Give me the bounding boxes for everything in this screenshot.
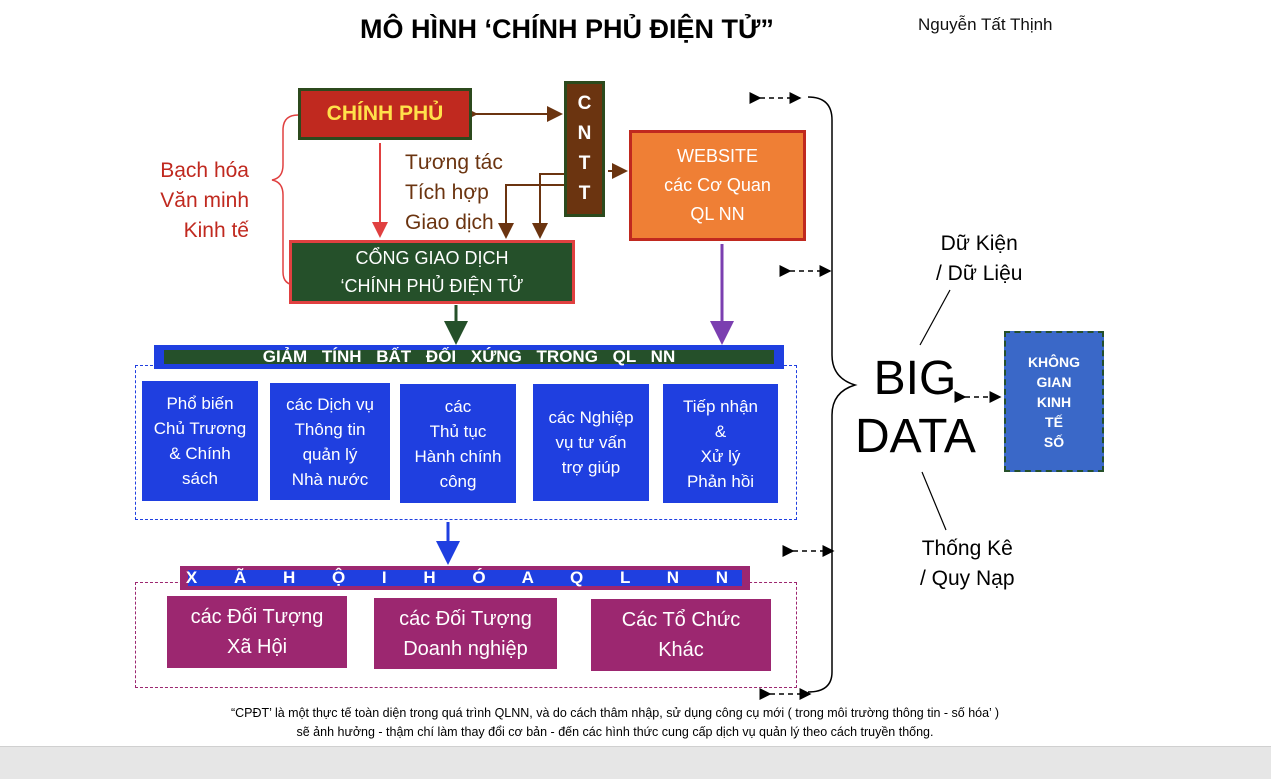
left-label: Văn minh [160, 189, 249, 212]
cong-line: CỔNG GIAO DỊCH [355, 248, 509, 268]
thong-ke-line: / Quy Nạp [920, 567, 1015, 590]
service-box: Tiếp nhận & Xử lý Phản hồi [663, 384, 778, 503]
footnote-line: sẽ ảnh hưởng - thậm chí làm thay đổi cơ … [296, 725, 934, 739]
website-line: các Cơ Quan [664, 175, 771, 195]
kg-line: KINH [1036, 393, 1072, 410]
footnote-line: “CPĐT’ là một thực tế toàn diện trong qu… [230, 706, 1000, 720]
du-kien-label: Dữ Kiện / Dữ Liệu [936, 229, 1022, 289]
kg-line: GIAN [1036, 373, 1072, 390]
target-line: Doanh nghiệp [403, 637, 528, 660]
chinh-phu-box: CHÍNH PHỦ [298, 88, 472, 140]
service-line: các [444, 396, 472, 416]
du-kien-line: / Dữ Liệu [936, 262, 1023, 285]
cntt-letter: T [578, 183, 591, 204]
service-line: Xử lý [700, 446, 741, 466]
service-line: các Nghiệp [548, 408, 634, 427]
diagram-title: MÔ HÌNH ‘CHÍNH PHỦ ĐIỆN TỬ” [360, 14, 774, 44]
cong-line: ‘CHÍNH PHỦ ĐIỆN TỬ [340, 276, 524, 296]
center-labels: Tương tác Tích hợp Giao dịch [405, 148, 503, 238]
website-line: QL NN [690, 204, 745, 224]
left-label: Kinh tế [183, 219, 249, 242]
footnote: “CPĐT’ là một thực tế toàn diện trong qu… [0, 704, 1230, 742]
service-line: Hành chính [414, 446, 502, 466]
service-line: Thông tin [294, 419, 366, 439]
service-line: Thủ tục [429, 421, 487, 441]
service-line: sách [182, 469, 218, 488]
xahoi-bar: X Ã H Ộ I H Ó A Q L N N [180, 566, 750, 590]
kg-line: KHÔNG [1027, 353, 1081, 370]
cntt-box: C N T T [564, 81, 605, 217]
service-line: Phản hồi [686, 471, 755, 491]
giam-bar: GIẢM TÍNH BẤT ĐỐI XỨNG TRONG QL NN [154, 345, 784, 369]
service-line: Nhà nước [291, 469, 369, 489]
service-line: trợ giúp [561, 458, 621, 477]
thong-ke-line: Thống Kê [921, 537, 1013, 560]
service-line: Phổ biến [166, 394, 234, 413]
service-line: vụ tư vấn [555, 433, 627, 452]
service-line: công [439, 471, 477, 491]
target-line: Xã Hội [226, 636, 288, 658]
center-label: Tương tác [405, 151, 503, 174]
website-box: WEBSITE các Cơ Quan QL NN [629, 130, 806, 241]
du-kien-line: Dữ Kiện [940, 232, 1018, 255]
kg-line: TẾ [1045, 413, 1063, 430]
left-label: Bạch hóa [160, 159, 249, 182]
target-line: Khác [658, 639, 704, 661]
service-line: quản lý [302, 444, 358, 464]
thong-ke-label: Thống Kê / Quy Nạp [920, 534, 1015, 594]
target-box: các Đối Tượng Doanh nghiệp [374, 598, 557, 669]
service-line: Chủ Trương [153, 419, 247, 438]
service-box: các Thủ tục Hành chính công [400, 384, 516, 503]
target-box: các Đối Tượng Xã Hội [167, 596, 347, 668]
website-line: WEBSITE [676, 146, 758, 166]
service-box: các Nghiệp vụ tư vấn trợ giúp [533, 384, 649, 501]
service-box: các Dịch vụ Thông tin quản lý Nhà nước [270, 383, 390, 500]
service-line: Tiếp nhận [683, 396, 758, 416]
big-data-line: BIG [873, 352, 957, 405]
cong-giao-dich-box: CỔNG GIAO DỊCH ‘CHÍNH PHỦ ĐIỆN TỬ [289, 240, 575, 304]
giam-bar-label: GIẢM TÍNH BẤT ĐỐI XỨNG TRONG QL NN [262, 347, 676, 366]
service-box: Phổ biến Chủ Trương & Chính sách [142, 381, 258, 501]
center-label: Tích hợp [405, 181, 489, 204]
service-line: các Dịch vụ [286, 394, 374, 414]
xahoi-bar-label: X Ã H Ộ I H Ó A Q L N N [185, 568, 745, 587]
big-data-label: BIG DATA [855, 350, 976, 466]
target-line: các Đối Tượng [399, 607, 532, 630]
center-label: Giao dịch [405, 211, 494, 234]
service-line: & [714, 421, 727, 441]
left-labels: Bạch hóa Văn minh Kinh tế [137, 156, 249, 246]
cntt-letter: N [577, 123, 592, 144]
kg-line: SỐ [1043, 433, 1065, 450]
bottom-bar [0, 746, 1271, 779]
cntt-letter: T [578, 153, 591, 174]
target-line: Các Tổ Chức [621, 609, 741, 631]
target-line: các Đối Tượng [190, 606, 324, 628]
khong-gian-box: KHÔNG GIAN KINH TẾ SỐ [1004, 331, 1104, 472]
big-data-line: DATA [855, 410, 976, 463]
author-name: Nguyễn Tất Thịnh [918, 15, 1053, 34]
service-line: & Chính [169, 444, 231, 463]
target-box: Các Tổ Chức Khác [591, 599, 771, 671]
cntt-letter: C [577, 93, 592, 114]
